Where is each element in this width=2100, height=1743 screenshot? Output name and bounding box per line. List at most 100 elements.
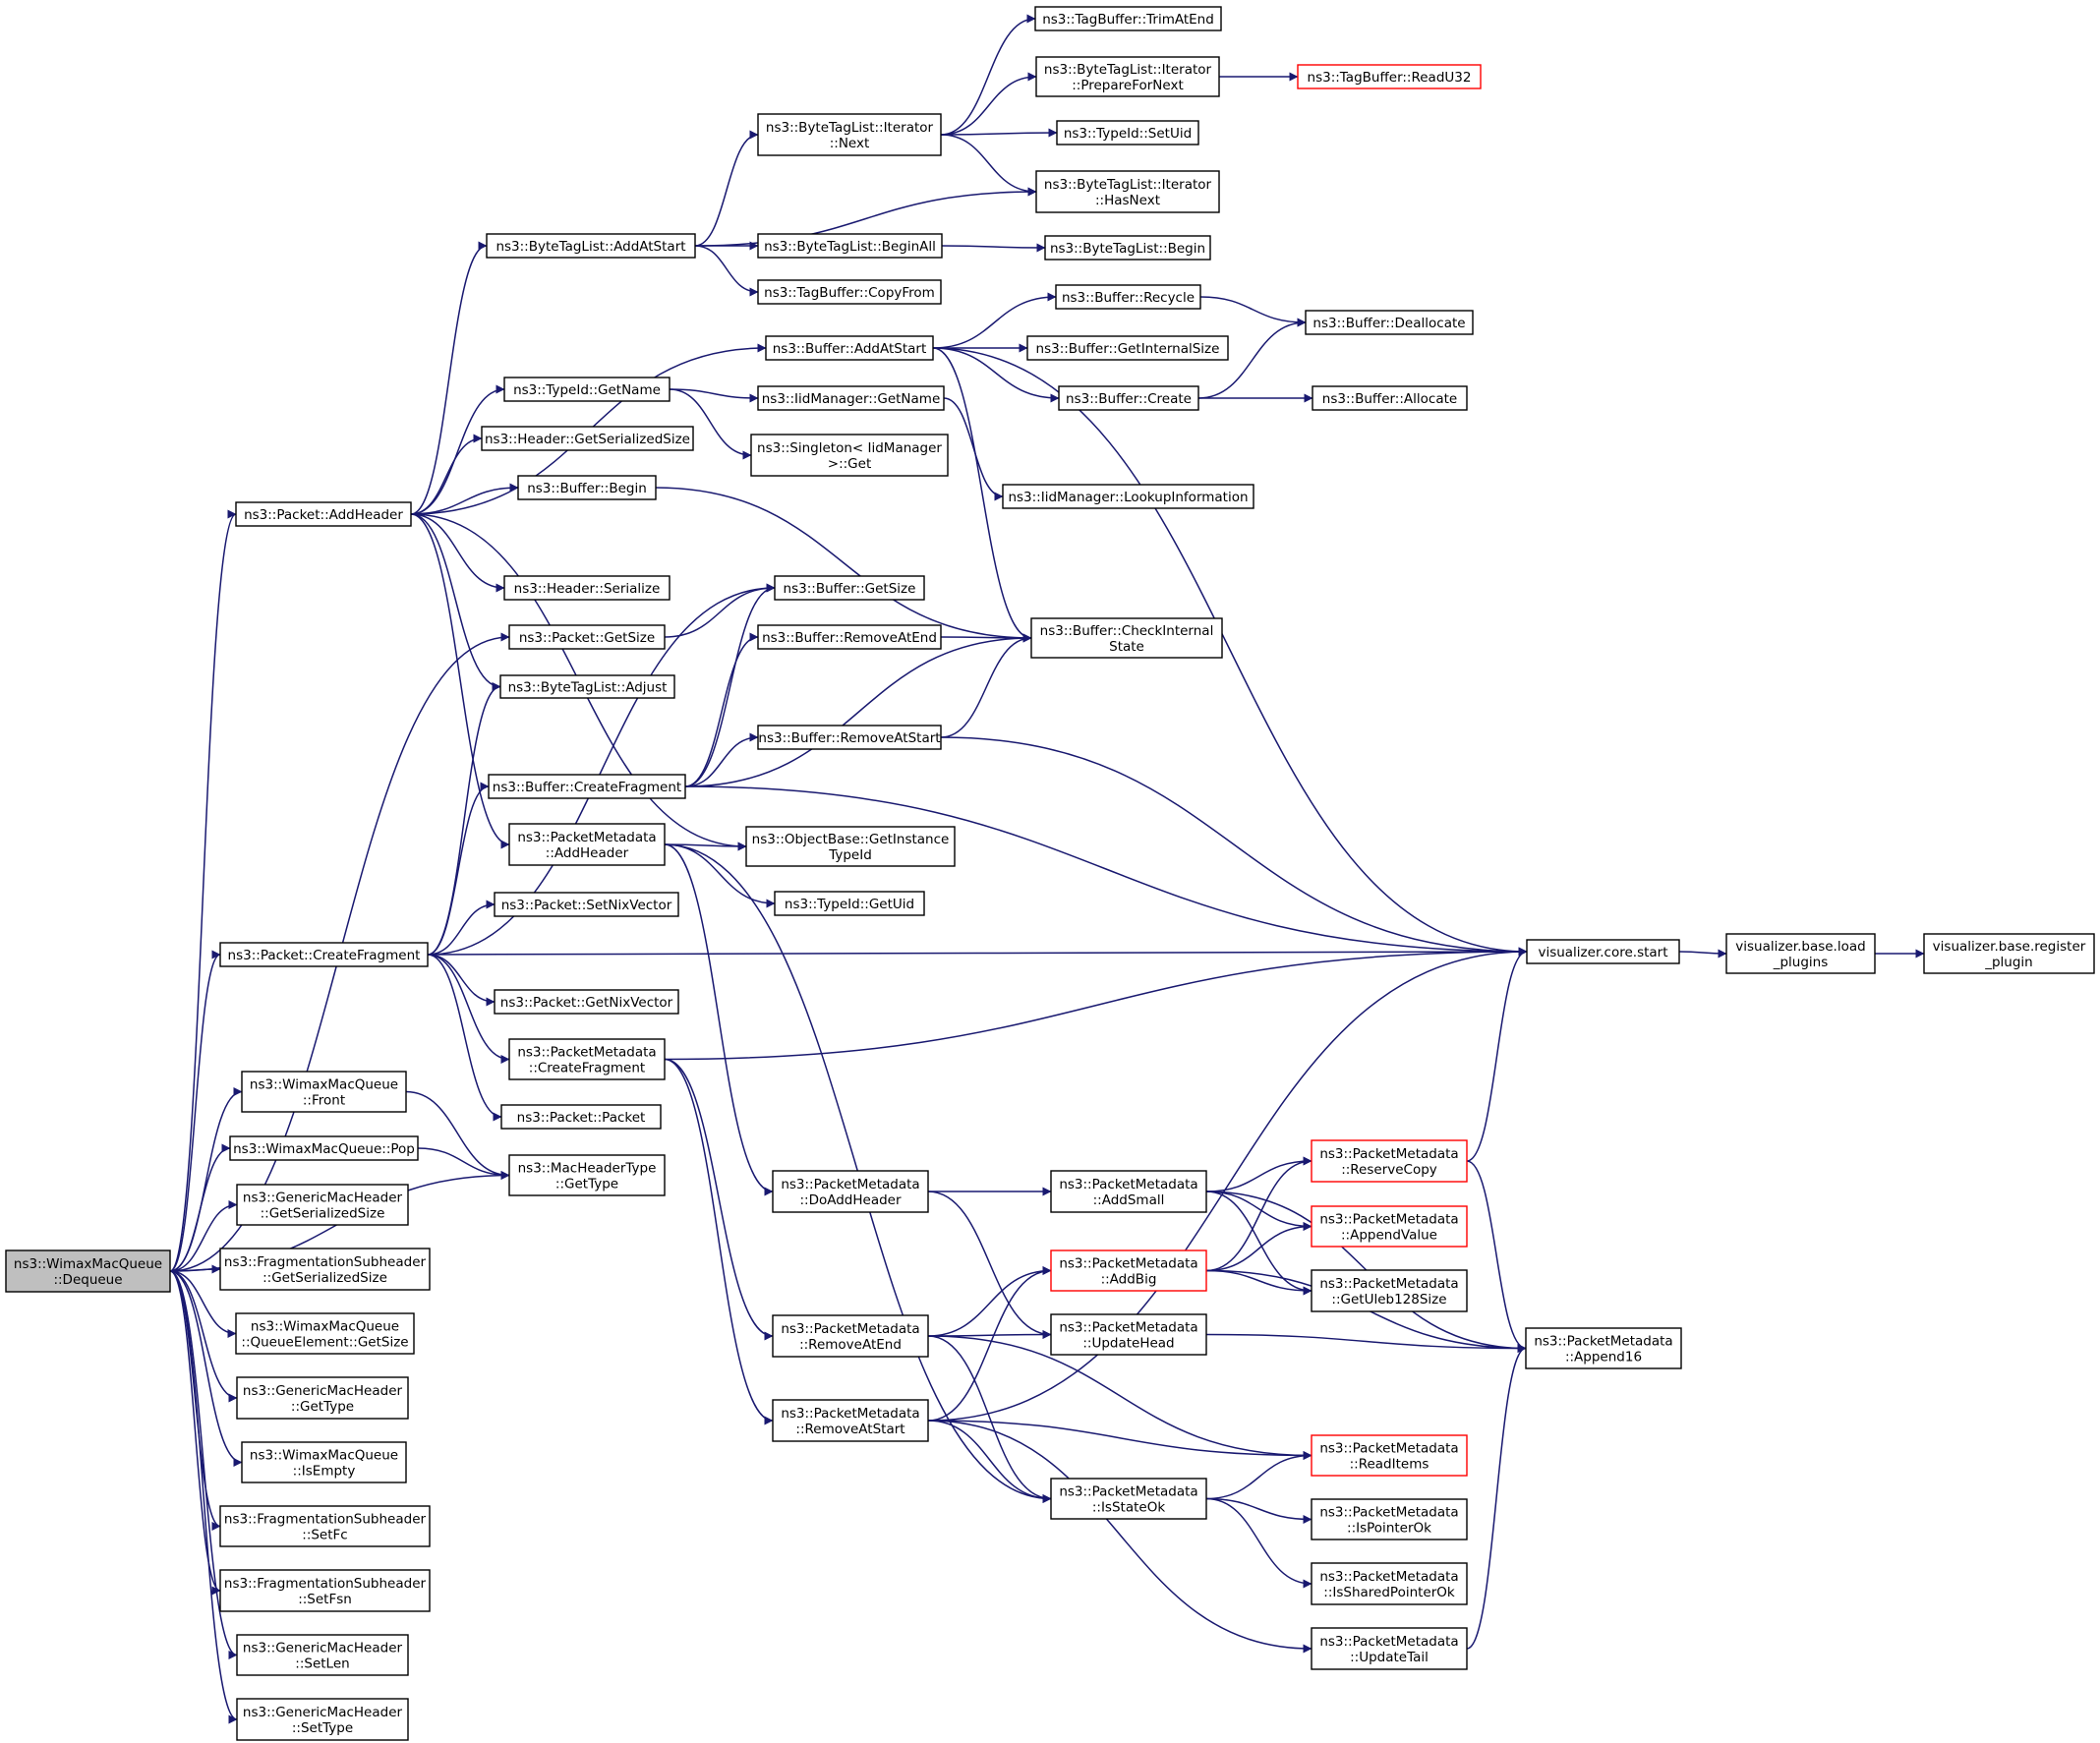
node-label: ::IsPointerOk	[1347, 1521, 1431, 1537]
call-edge	[410, 513, 505, 593]
function-node[interactable]: ns3::Buffer::Begin	[517, 475, 657, 500]
node-label: ns3::PacketMetadata	[1319, 1212, 1458, 1228]
call-edge	[927, 1420, 1312, 1460]
function-node[interactable]: ns3::WimaxMacQueue::Front	[241, 1071, 407, 1113]
call-edge	[169, 1270, 243, 1467]
function-node[interactable]: ns3::TypeId::GetName	[503, 377, 671, 402]
call-edge	[427, 782, 490, 956]
function-node[interactable]: ns3::PacketMetadata::IsPointerOk	[1311, 1498, 1468, 1540]
node-label: ::GetSerializedSize	[262, 1270, 387, 1286]
function-node[interactable]: ns3::TypeId::SetUid	[1056, 120, 1199, 145]
call-edge	[405, 1090, 510, 1180]
function-node[interactable]: ns3::FragmentationSubheader::GetSerializ…	[219, 1248, 431, 1291]
function-node[interactable]: ns3::Buffer::RemoveAtStart	[757, 725, 942, 750]
node-label: ns3::TagBuffer::CopyFrom	[764, 285, 935, 301]
node-label: ns3::PacketMetadata	[1059, 1484, 1197, 1500]
function-node[interactable]: ns3::Header::Serialize	[503, 575, 671, 601]
function-node[interactable]: ns3::PacketMetadata::UpdateHead	[1050, 1313, 1207, 1356]
function-node[interactable]: ns3::GenericMacHeader::GetSerializedSize	[236, 1184, 409, 1226]
function-node[interactable]: ns3::PacketMetadata::UpdateTail	[1311, 1627, 1468, 1670]
node-label: ns3::PacketMetadata	[1534, 1334, 1672, 1350]
function-node[interactable]: ns3::PacketMetadata::AddSmall	[1050, 1170, 1207, 1213]
function-node[interactable]: ns3::ByteTagList::Iterator::Next	[757, 113, 942, 156]
call-edge	[943, 397, 1004, 501]
function-node[interactable]: ns3::ByteTagList::Iterator::HasNext	[1035, 170, 1220, 213]
function-node[interactable]: ns3::Buffer::Deallocate	[1305, 310, 1474, 335]
function-node[interactable]: ns3::ByteTagList::Begin	[1044, 235, 1211, 261]
function-node[interactable]: ns3::WimaxMacQueue::IsEmpty	[241, 1441, 407, 1483]
function-node[interactable]: ns3::FragmentationSubheader::SetFc	[219, 1505, 431, 1547]
function-node[interactable]: ns3::GenericMacHeader::SetType	[236, 1698, 409, 1741]
function-node[interactable]: ns3::IidManager::LookupInformation	[1002, 484, 1254, 509]
function-node[interactable]: ns3::Packet::GetNixVector	[494, 989, 679, 1015]
function-node[interactable]: ns3::TagBuffer::CopyFrom	[757, 279, 942, 305]
focus-function-node[interactable]: ns3::WimaxMacQueue::Dequeue	[5, 1249, 171, 1293]
function-node[interactable]: ns3::PacketMetadata::DoAddHeader	[772, 1170, 929, 1213]
node-label: ns3::ByteTagList::Iterator	[766, 120, 934, 136]
function-node[interactable]: ns3::Packet::Packet	[500, 1104, 662, 1130]
node-label: ns3::Buffer::Create	[1066, 391, 1192, 407]
function-node[interactable]: ns3::PacketMetadata::IsSharedPointerOk	[1311, 1562, 1468, 1605]
function-node[interactable]: ns3::PacketMetadata::GetUleb128Size	[1311, 1269, 1468, 1312]
function-node[interactable]: ns3::Packet::GetSize	[508, 624, 666, 650]
function-node[interactable]: ns3::Buffer::GetSize	[774, 575, 925, 601]
function-node[interactable]: ns3::PacketMetadata::ReadItems	[1311, 1434, 1468, 1477]
function-node[interactable]: ns3::TagBuffer::TrimAtEnd	[1034, 6, 1222, 31]
function-node[interactable]: ns3::WimaxMacQueue::Pop	[229, 1135, 419, 1161]
function-node[interactable]: ns3::Packet::AddHeader	[235, 501, 412, 527]
function-node[interactable]: ns3::WimaxMacQueue::QueueElement::GetSiz…	[235, 1312, 415, 1355]
function-node[interactable]: ns3::PacketMetadata::Append16	[1525, 1327, 1682, 1369]
function-node[interactable]: ns3::Header::GetSerializedSize	[481, 426, 694, 451]
function-node[interactable]: ns3::Buffer::RemoveAtEnd	[757, 624, 942, 650]
function-node[interactable]: ns3::Buffer::Allocate	[1312, 385, 1468, 411]
call-edge	[427, 583, 776, 956]
function-node[interactable]: ns3::FragmentationSubheader::SetFsn	[219, 1569, 431, 1612]
function-node[interactable]: ns3::ByteTagList::AddAtStart	[486, 233, 696, 259]
function-node[interactable]: ns3::Buffer::CreateFragment	[488, 774, 686, 799]
function-node[interactable]: ns3::ByteTagList::BeginAll	[757, 233, 943, 259]
function-node[interactable]: ns3::PacketMetadata::AppendValue	[1311, 1205, 1468, 1248]
call-edge	[169, 950, 221, 1272]
function-node[interactable]: ns3::PacketMetadata::IsStateOk	[1050, 1478, 1207, 1520]
function-node[interactable]: ns3::GenericMacHeader::SetLen	[236, 1634, 409, 1676]
node-label: ns3::Packet::Packet	[517, 1110, 646, 1126]
function-node[interactable]: ns3::PacketMetadata::RemoveAtEnd	[772, 1314, 929, 1358]
function-node[interactable]: ns3::PacketMetadata::ReserveCopy	[1311, 1139, 1468, 1183]
function-node[interactable]: visualizer.base.load_plugins	[1725, 933, 1876, 974]
function-node[interactable]: ns3::Buffer::Create	[1058, 385, 1199, 411]
node-label: ns3::IidManager::GetName	[762, 391, 941, 407]
node-label: visualizer.core.start	[1538, 945, 1667, 960]
function-node[interactable]: ns3::Packet::SetNixVector	[494, 892, 679, 917]
node-label: ::IsSharedPointerOk	[1323, 1585, 1455, 1600]
node-label: ns3::FragmentationSubheader	[224, 1512, 427, 1528]
node-label: ns3::GenericMacHeader	[243, 1641, 403, 1656]
call-edge	[410, 384, 505, 515]
function-node[interactable]: ns3::PacketMetadata::AddBig	[1050, 1249, 1207, 1292]
function-node[interactable]: ns3::Packet::CreateFragment	[219, 942, 429, 967]
function-node[interactable]: ns3::ByteTagList::Adjust	[499, 674, 675, 699]
node-label: ::HasNext	[1095, 193, 1160, 208]
function-node[interactable]: ns3::PacketMetadata::CreateFragment	[508, 1038, 666, 1080]
function-node[interactable]: ns3::TypeId::GetUid	[774, 891, 925, 916]
function-node[interactable]: ns3::MacHeaderType::GetType	[508, 1154, 666, 1196]
call-edge	[169, 1270, 238, 1724]
node-label: visualizer.base.register	[1933, 939, 2086, 955]
function-node[interactable]: ns3::Buffer::AddAtStart	[765, 335, 934, 361]
function-node[interactable]: ns3::Singleton< IidManager>::Get	[750, 434, 949, 477]
function-node[interactable]: ns3::Buffer::GetInternalSize	[1026, 335, 1229, 361]
function-node[interactable]: ns3::ByteTagList::Iterator::PrepareForNe…	[1035, 56, 1220, 97]
call-edge	[927, 1266, 1052, 1337]
function-node[interactable]: ns3::IidManager::GetName	[757, 385, 945, 411]
function-node[interactable]: ns3::Buffer::Recycle	[1055, 284, 1201, 310]
function-node[interactable]: visualizer.core.start	[1526, 939, 1680, 964]
function-node[interactable]: ns3::PacketMetadata::AddHeader	[508, 823, 666, 866]
node-label: ns3::Buffer::Begin	[527, 481, 647, 496]
call-edge	[410, 434, 483, 515]
function-node[interactable]: ns3::GenericMacHeader::GetType	[236, 1376, 409, 1420]
function-node[interactable]: visualizer.base.register_plugin	[1923, 933, 2095, 974]
function-node[interactable]: ns3::PacketMetadata::RemoveAtStart	[772, 1399, 929, 1442]
function-node[interactable]: ns3::TagBuffer::ReadU32	[1297, 64, 1482, 89]
